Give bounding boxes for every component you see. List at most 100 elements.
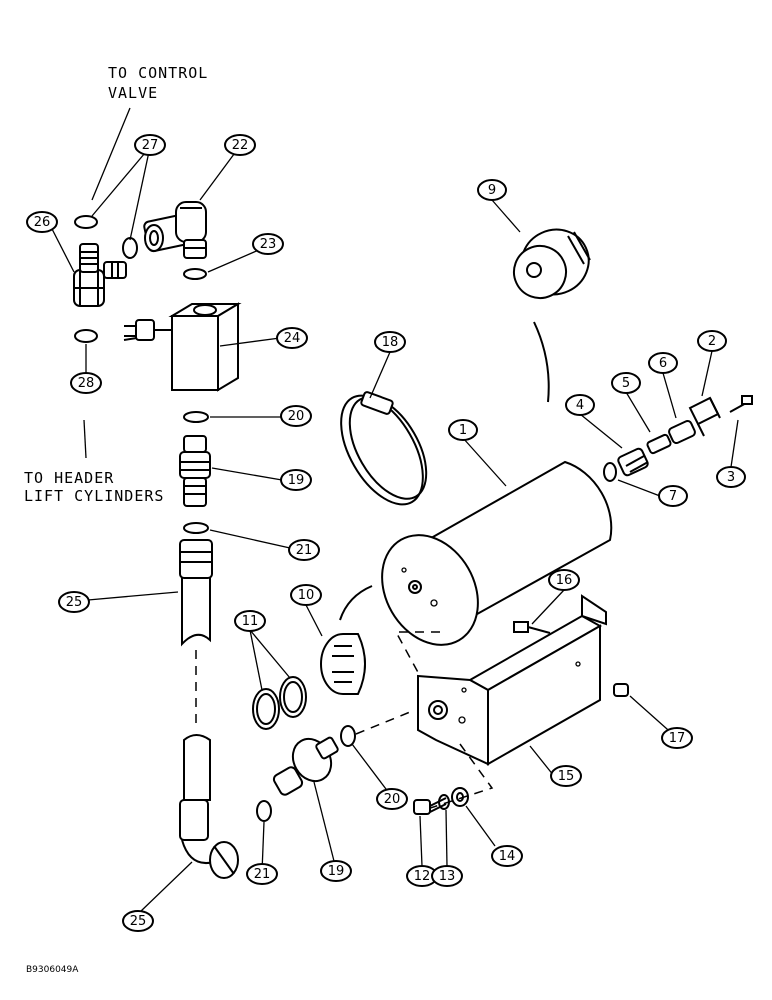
callout-27: 27 — [134, 134, 166, 156]
svg-text:11: 11 — [242, 614, 259, 629]
callout-19-upper: 19 — [280, 469, 312, 491]
header-arrow — [83, 419, 87, 459]
callout-9: 9 — [477, 179, 507, 201]
label-to-control-valve-line1: TO CONTROL — [108, 64, 208, 82]
hose-clamp-18 — [340, 391, 428, 506]
flat-washer-14 — [451, 787, 469, 807]
o-ring-28 — [74, 329, 98, 343]
svg-text:3: 3 — [727, 470, 735, 485]
control-valve-arrow — [91, 107, 131, 201]
svg-text:27: 27 — [142, 138, 159, 153]
svg-text:17: 17 — [669, 731, 686, 746]
callout-6: 6 — [648, 352, 678, 374]
svg-text:9: 9 — [488, 183, 496, 198]
svg-text:21: 21 — [296, 543, 313, 558]
svg-text:10: 10 — [298, 588, 315, 603]
arrow-plug-insert — [339, 585, 373, 621]
callout-16: 16 — [548, 569, 580, 591]
callout-19-lower: 19 — [320, 860, 352, 882]
o-ring-21-lower — [256, 800, 272, 822]
nut-17 — [613, 683, 629, 697]
adapter-19-upper — [179, 435, 211, 507]
o-ring-21-upper — [183, 522, 209, 534]
o-ring-20-lower — [340, 725, 356, 747]
callout-26: 26 — [26, 211, 58, 233]
svg-text:28: 28 — [78, 376, 95, 391]
callout-13: 13 — [431, 865, 463, 887]
svg-text:14: 14 — [499, 849, 516, 864]
callout-14: 14 — [491, 845, 523, 867]
callout-22: 22 — [224, 134, 256, 156]
arrow-piston-insert — [533, 321, 550, 403]
callout-17: 17 — [661, 727, 693, 749]
svg-text:21: 21 — [254, 867, 271, 882]
callout-25-upper: 25 — [58, 591, 90, 613]
callout-24: 24 — [276, 327, 308, 349]
svg-text:23: 23 — [260, 237, 277, 252]
mounting-bracket-15 — [355, 594, 607, 813]
callout-28: 28 — [70, 372, 102, 394]
svg-text:16: 16 — [556, 573, 573, 588]
callout-15: 15 — [550, 765, 582, 787]
screw-3 — [729, 395, 753, 413]
clip-2 — [688, 396, 721, 437]
callout-3: 3 — [716, 466, 746, 488]
svg-text:1: 1 — [459, 423, 467, 438]
tee-fitting-26 — [73, 243, 127, 307]
label-to-header-line2: LIFT CYLINDERS — [24, 487, 164, 505]
o-ring-20-upper — [183, 411, 209, 423]
svg-text:12: 12 — [414, 869, 431, 884]
callout-4: 4 — [565, 394, 595, 416]
o-ring-27a — [74, 215, 98, 229]
svg-text:19: 19 — [288, 473, 305, 488]
callout-25-lower: 25 — [122, 910, 154, 932]
svg-text:4: 4 — [576, 398, 584, 413]
svg-text:6: 6 — [659, 356, 667, 371]
callout-5: 5 — [611, 372, 641, 394]
svg-text:19: 19 — [328, 864, 345, 879]
svg-text:20: 20 — [288, 409, 305, 424]
svg-text:24: 24 — [284, 331, 301, 346]
lock-washer-13 — [438, 794, 450, 810]
callout-11: 11 — [234, 610, 266, 632]
flat-washer-14-hole — [456, 792, 464, 802]
callout-23: 23 — [252, 233, 284, 255]
fitting-6 — [668, 419, 696, 445]
callout-1: 1 — [448, 419, 478, 441]
adapter-19-lower — [272, 736, 339, 796]
callout-21-upper: 21 — [288, 539, 320, 561]
bolt-16 — [513, 621, 551, 634]
callout-10: 10 — [290, 584, 322, 606]
plug-10 — [320, 633, 366, 695]
svg-text:22: 22 — [232, 138, 249, 153]
svg-text:15: 15 — [558, 769, 575, 784]
svg-text:25: 25 — [66, 595, 83, 610]
check-valve-4 — [617, 447, 649, 477]
accumulator-1 — [381, 460, 613, 646]
callout-21-lower: 21 — [246, 863, 278, 885]
svg-text:25: 25 — [130, 914, 147, 929]
label-to-control-valve-line2: VALVE — [108, 84, 158, 102]
o-ring-7 — [603, 462, 617, 482]
callout-20-lower: 20 — [376, 788, 408, 810]
hose-25 — [179, 539, 239, 879]
callout-12: 12 — [406, 865, 438, 887]
svg-text:20: 20 — [384, 792, 401, 807]
reference-code: B9306049A — [26, 965, 79, 975]
callout-18: 18 — [374, 331, 406, 353]
piston-9 — [513, 228, 591, 299]
callout-7: 7 — [658, 485, 688, 507]
svg-text:13: 13 — [439, 869, 456, 884]
svg-text:5: 5 — [622, 376, 630, 391]
svg-text:7: 7 — [669, 489, 677, 504]
svg-text:18: 18 — [382, 335, 399, 350]
callout-20-upper: 20 — [280, 405, 312, 427]
fitting-5 — [646, 433, 672, 455]
callout-2: 2 — [697, 330, 727, 352]
svg-text:26: 26 — [34, 215, 51, 230]
label-to-header-line1: TO HEADER — [24, 469, 114, 487]
backup-ring-11a-inner — [256, 693, 276, 725]
backup-ring-11b-inner — [283, 681, 303, 713]
valve-block-24 — [123, 302, 242, 392]
backup-ring-11b — [279, 676, 307, 718]
